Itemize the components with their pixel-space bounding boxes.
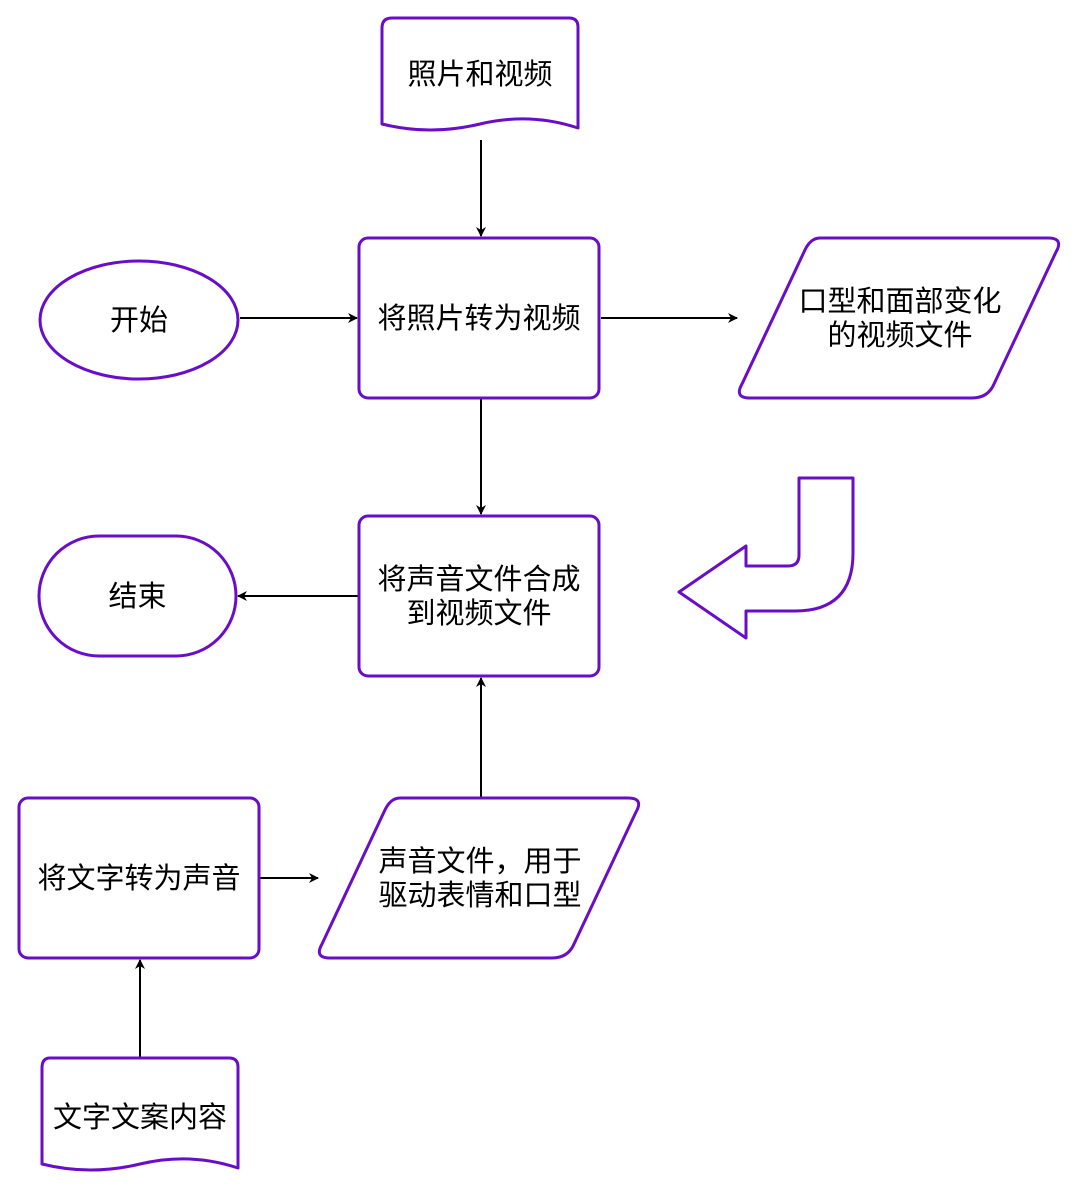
label-end-line-1: 结束 <box>108 579 167 613</box>
data-shape-audio-file <box>317 796 641 960</box>
label-text-to-speech-line-1: 将文字转为声音 <box>37 861 241 895</box>
label-start-line-1: 开始 <box>109 303 168 337</box>
label-merge-audio-line-1: 将声音文件合成 <box>377 562 581 596</box>
label-audio-file: 声音文件，用于 驱动表情和口型 <box>340 798 620 958</box>
process-shape-photo-to-video <box>357 236 601 400</box>
label-photo-to-video: 将照片转为视频 <box>359 238 599 398</box>
label-photo-to-video-line-1: 将照片转为视频 <box>377 301 581 335</box>
document-shape-text-content <box>40 1056 240 1172</box>
label-mouth-face-video-line-1: 口型和面部变化 <box>798 284 1002 318</box>
start-terminal-shape <box>38 259 240 381</box>
u-turn-arrow-icon <box>677 476 855 640</box>
label-photos-videos: 照片和视频 <box>382 30 578 118</box>
label-audio-file-line-2: 驱动表情和口型 <box>378 878 582 912</box>
data-shape-mouth-face-video <box>737 236 1061 400</box>
process-shape-text-to-speech <box>17 796 261 960</box>
label-mouth-face-video: 口型和面部变化 的视频文件 <box>760 238 1040 398</box>
label-end: 结束 <box>39 536 236 656</box>
end-terminal-shape <box>37 534 238 658</box>
document-shape-photos-videos <box>380 16 580 132</box>
label-photos-videos-line-1: 照片和视频 <box>407 57 553 91</box>
label-text-content-line-1: 文字文案内容 <box>52 1100 227 1134</box>
label-start: 开始 <box>40 261 238 379</box>
label-mouth-face-video-line-2: 的视频文件 <box>827 318 973 352</box>
label-merge-audio-line-2: 到视频文件 <box>406 596 552 630</box>
label-text-to-speech: 将文字转为声音 <box>19 798 259 958</box>
label-audio-file-line-1: 声音文件，用于 <box>378 844 582 878</box>
label-text-content: 文字文案内容 <box>42 1072 238 1162</box>
process-shape-merge-audio <box>357 514 601 678</box>
label-merge-audio: 将声音文件合成 到视频文件 <box>359 516 599 676</box>
